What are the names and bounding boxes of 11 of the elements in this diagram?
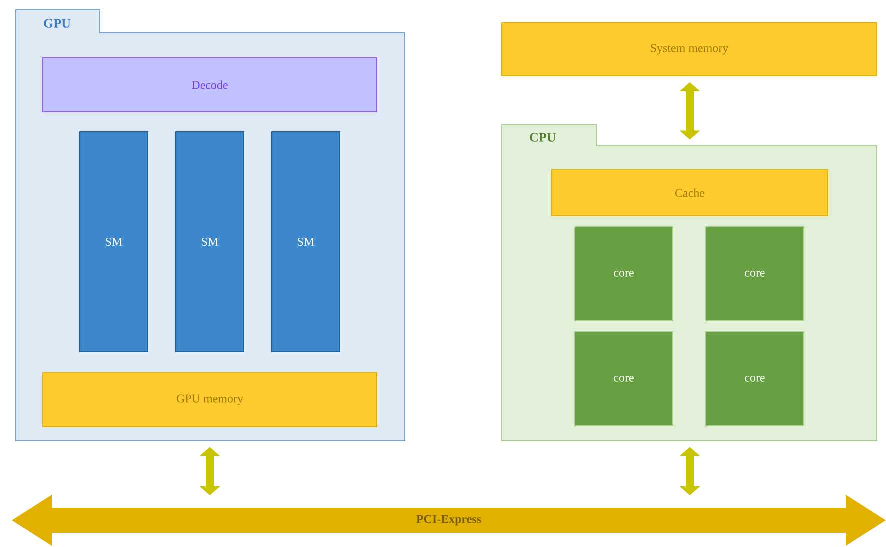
core-block: core [574, 332, 674, 426]
core-block: core [706, 332, 804, 426]
sm-block: SM [80, 132, 148, 352]
sm-block: SM [272, 132, 340, 352]
memory-box: System memory [502, 22, 878, 76]
cache-box: Cache [552, 170, 828, 216]
memory-box: GPU memory [42, 372, 378, 428]
decode-box: Decode [42, 58, 378, 112]
core-block: core [706, 226, 804, 322]
core-block: core [574, 226, 674, 322]
sm-block: SM [176, 132, 244, 352]
